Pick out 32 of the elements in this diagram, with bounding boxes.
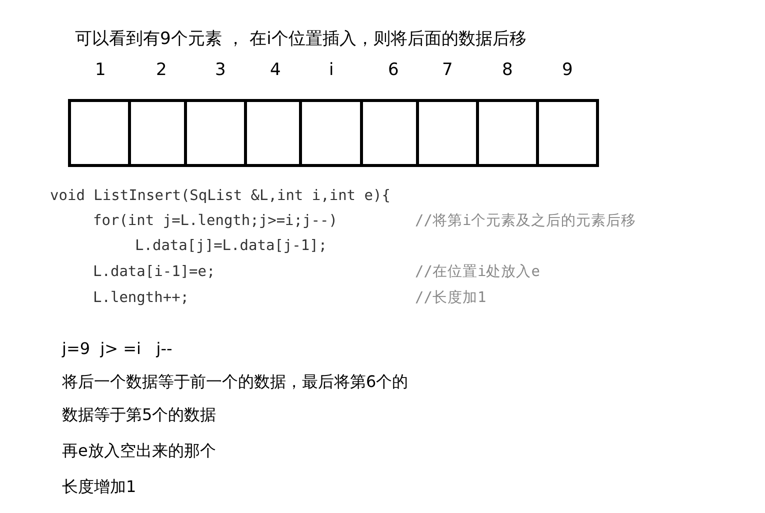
index-number: 6 bbox=[388, 62, 399, 79]
title: 可以看到有9个元素 ， 在i个位置插入，则将后面的数据后移 bbox=[75, 31, 526, 48]
note-text: 数据等于第5个的数据 bbox=[62, 407, 216, 423]
code-line: L.length++; bbox=[93, 291, 190, 306]
array-cell bbox=[536, 99, 599, 167]
note-text: 再e放入空出来的那个 bbox=[62, 443, 216, 459]
index-number: i bbox=[329, 62, 334, 79]
note-text: j=9 j> =i j-- bbox=[62, 341, 172, 357]
array-cell bbox=[360, 99, 419, 167]
array-cell bbox=[244, 99, 302, 167]
code-comment: //长度加1 bbox=[415, 291, 486, 306]
index-number: 7 bbox=[442, 62, 453, 79]
code-comment: //在位置i处放入e bbox=[415, 265, 540, 280]
index-number: 1 bbox=[95, 62, 106, 79]
array-cell bbox=[184, 99, 247, 167]
code-line: for(int j=L.length;j>=i;j--) bbox=[93, 214, 338, 228]
index-number: 3 bbox=[215, 62, 226, 79]
code-line: void ListInsert(SqList &L,int i,int e){ bbox=[50, 189, 390, 204]
array-cell bbox=[416, 99, 479, 167]
note-text: 将后一个数据等于前一个的数据，最后将第6个的 bbox=[62, 374, 408, 390]
array-cell bbox=[128, 99, 187, 167]
array-cell bbox=[68, 99, 131, 167]
index-number: 2 bbox=[156, 62, 167, 79]
code-line: L.data[j]=L.data[j-1]; bbox=[135, 239, 328, 254]
note-text: 长度增加1 bbox=[62, 479, 136, 495]
code-comment: //将第i个元素及之后的元素后移 bbox=[415, 214, 636, 228]
array-cell bbox=[476, 99, 539, 167]
index-number: 9 bbox=[562, 62, 573, 79]
index-number: 4 bbox=[270, 62, 281, 79]
code-line: L.data[i-1]=e; bbox=[93, 265, 216, 280]
array-cell bbox=[299, 99, 363, 167]
index-number: 8 bbox=[502, 62, 513, 79]
